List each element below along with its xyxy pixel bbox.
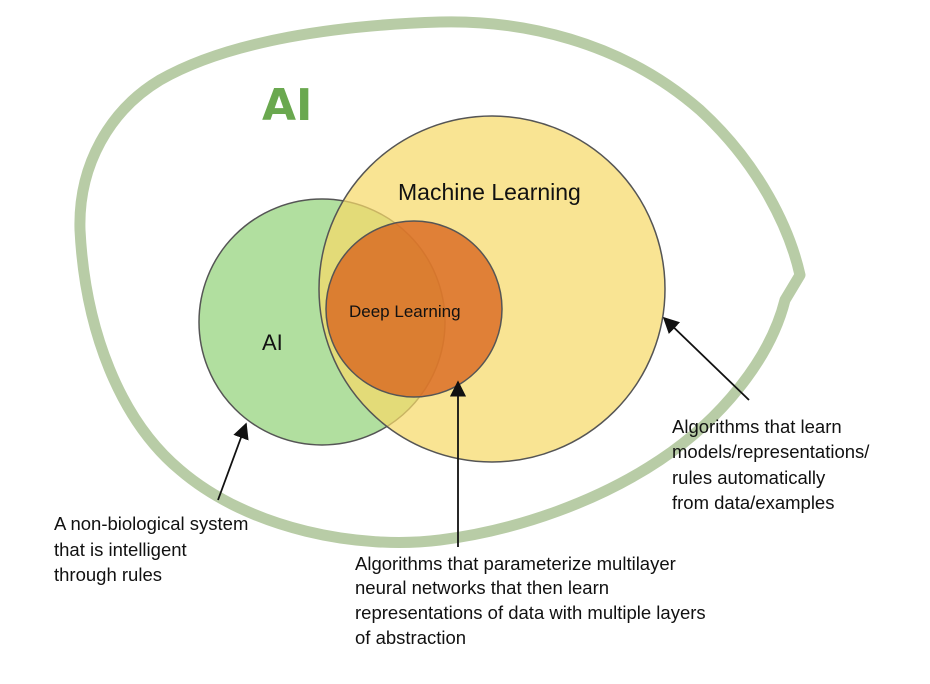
dl-annotation: Algorithms that parameterize multilayer … (355, 553, 711, 648)
dl-annotation-line: of abstraction (355, 627, 466, 648)
ai-annotation: A non-biological system that is intellig… (54, 513, 254, 585)
ai-annotation-line: through rules (54, 564, 162, 585)
ml-annotation: Algorithms that learn models/representat… (672, 416, 875, 513)
dl-label: Deep Learning (349, 302, 461, 321)
ml-annotation-line: rules automatically (672, 467, 826, 488)
ml-annotation-arrow (662, 316, 750, 401)
dl-annotation-line: representations of data with multiple la… (355, 602, 706, 623)
diagram-title: AI (262, 80, 312, 131)
ai-annotation-line: A non-biological system (54, 513, 248, 534)
ml-annotation-line: Algorithms that learn (672, 416, 842, 437)
ai-annotation-line: that is intelligent (54, 539, 187, 560)
dl-annotation-line: Algorithms that parameterize multilayer (355, 553, 676, 574)
ml-annotation-line: from data/examples (672, 492, 834, 513)
dl-annotation-line: neural networks that then learn (355, 577, 609, 598)
ai-annotation-arrow (217, 422, 249, 501)
outer-ai-boundary (74, 16, 806, 548)
ai-label: AI (262, 330, 283, 355)
ml-label: Machine Learning (398, 179, 581, 205)
ml-annotation-line: models/representations/ (672, 441, 870, 462)
dl-circle (325, 220, 503, 398)
